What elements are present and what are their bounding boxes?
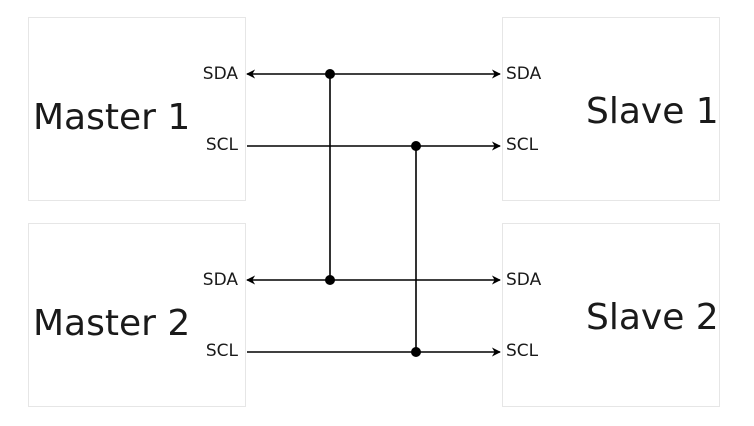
slave-2-title: Slave 2 [586,297,719,338]
slave-2-box: Slave 2 [502,223,720,407]
scl-junction-bottom [411,347,421,357]
sda-junction-top [325,69,335,79]
master-1-title: Master 1 [33,97,191,138]
master-2-box: Master 2 [28,223,246,407]
master-2-scl-label: SCL [205,341,238,361]
master-1-box: Master 1 [28,17,246,201]
slave-1-title: Slave 1 [586,91,719,132]
slave-1-sda-label: SDA [506,64,542,84]
slave-1-scl-label: SCL [506,135,539,155]
slave-2-scl-label: SCL [506,341,539,361]
master-2-sda-label: SDA [202,270,238,290]
master-1-sda-label: SDA [202,64,238,84]
slave-1-box: Slave 1 [502,17,720,201]
master-2-title: Master 2 [33,303,191,344]
scl-junction-top [411,141,421,151]
sda-junction-bottom [325,275,335,285]
master-1-scl-label: SCL [205,135,238,155]
slave-2-sda-label: SDA [506,270,542,290]
